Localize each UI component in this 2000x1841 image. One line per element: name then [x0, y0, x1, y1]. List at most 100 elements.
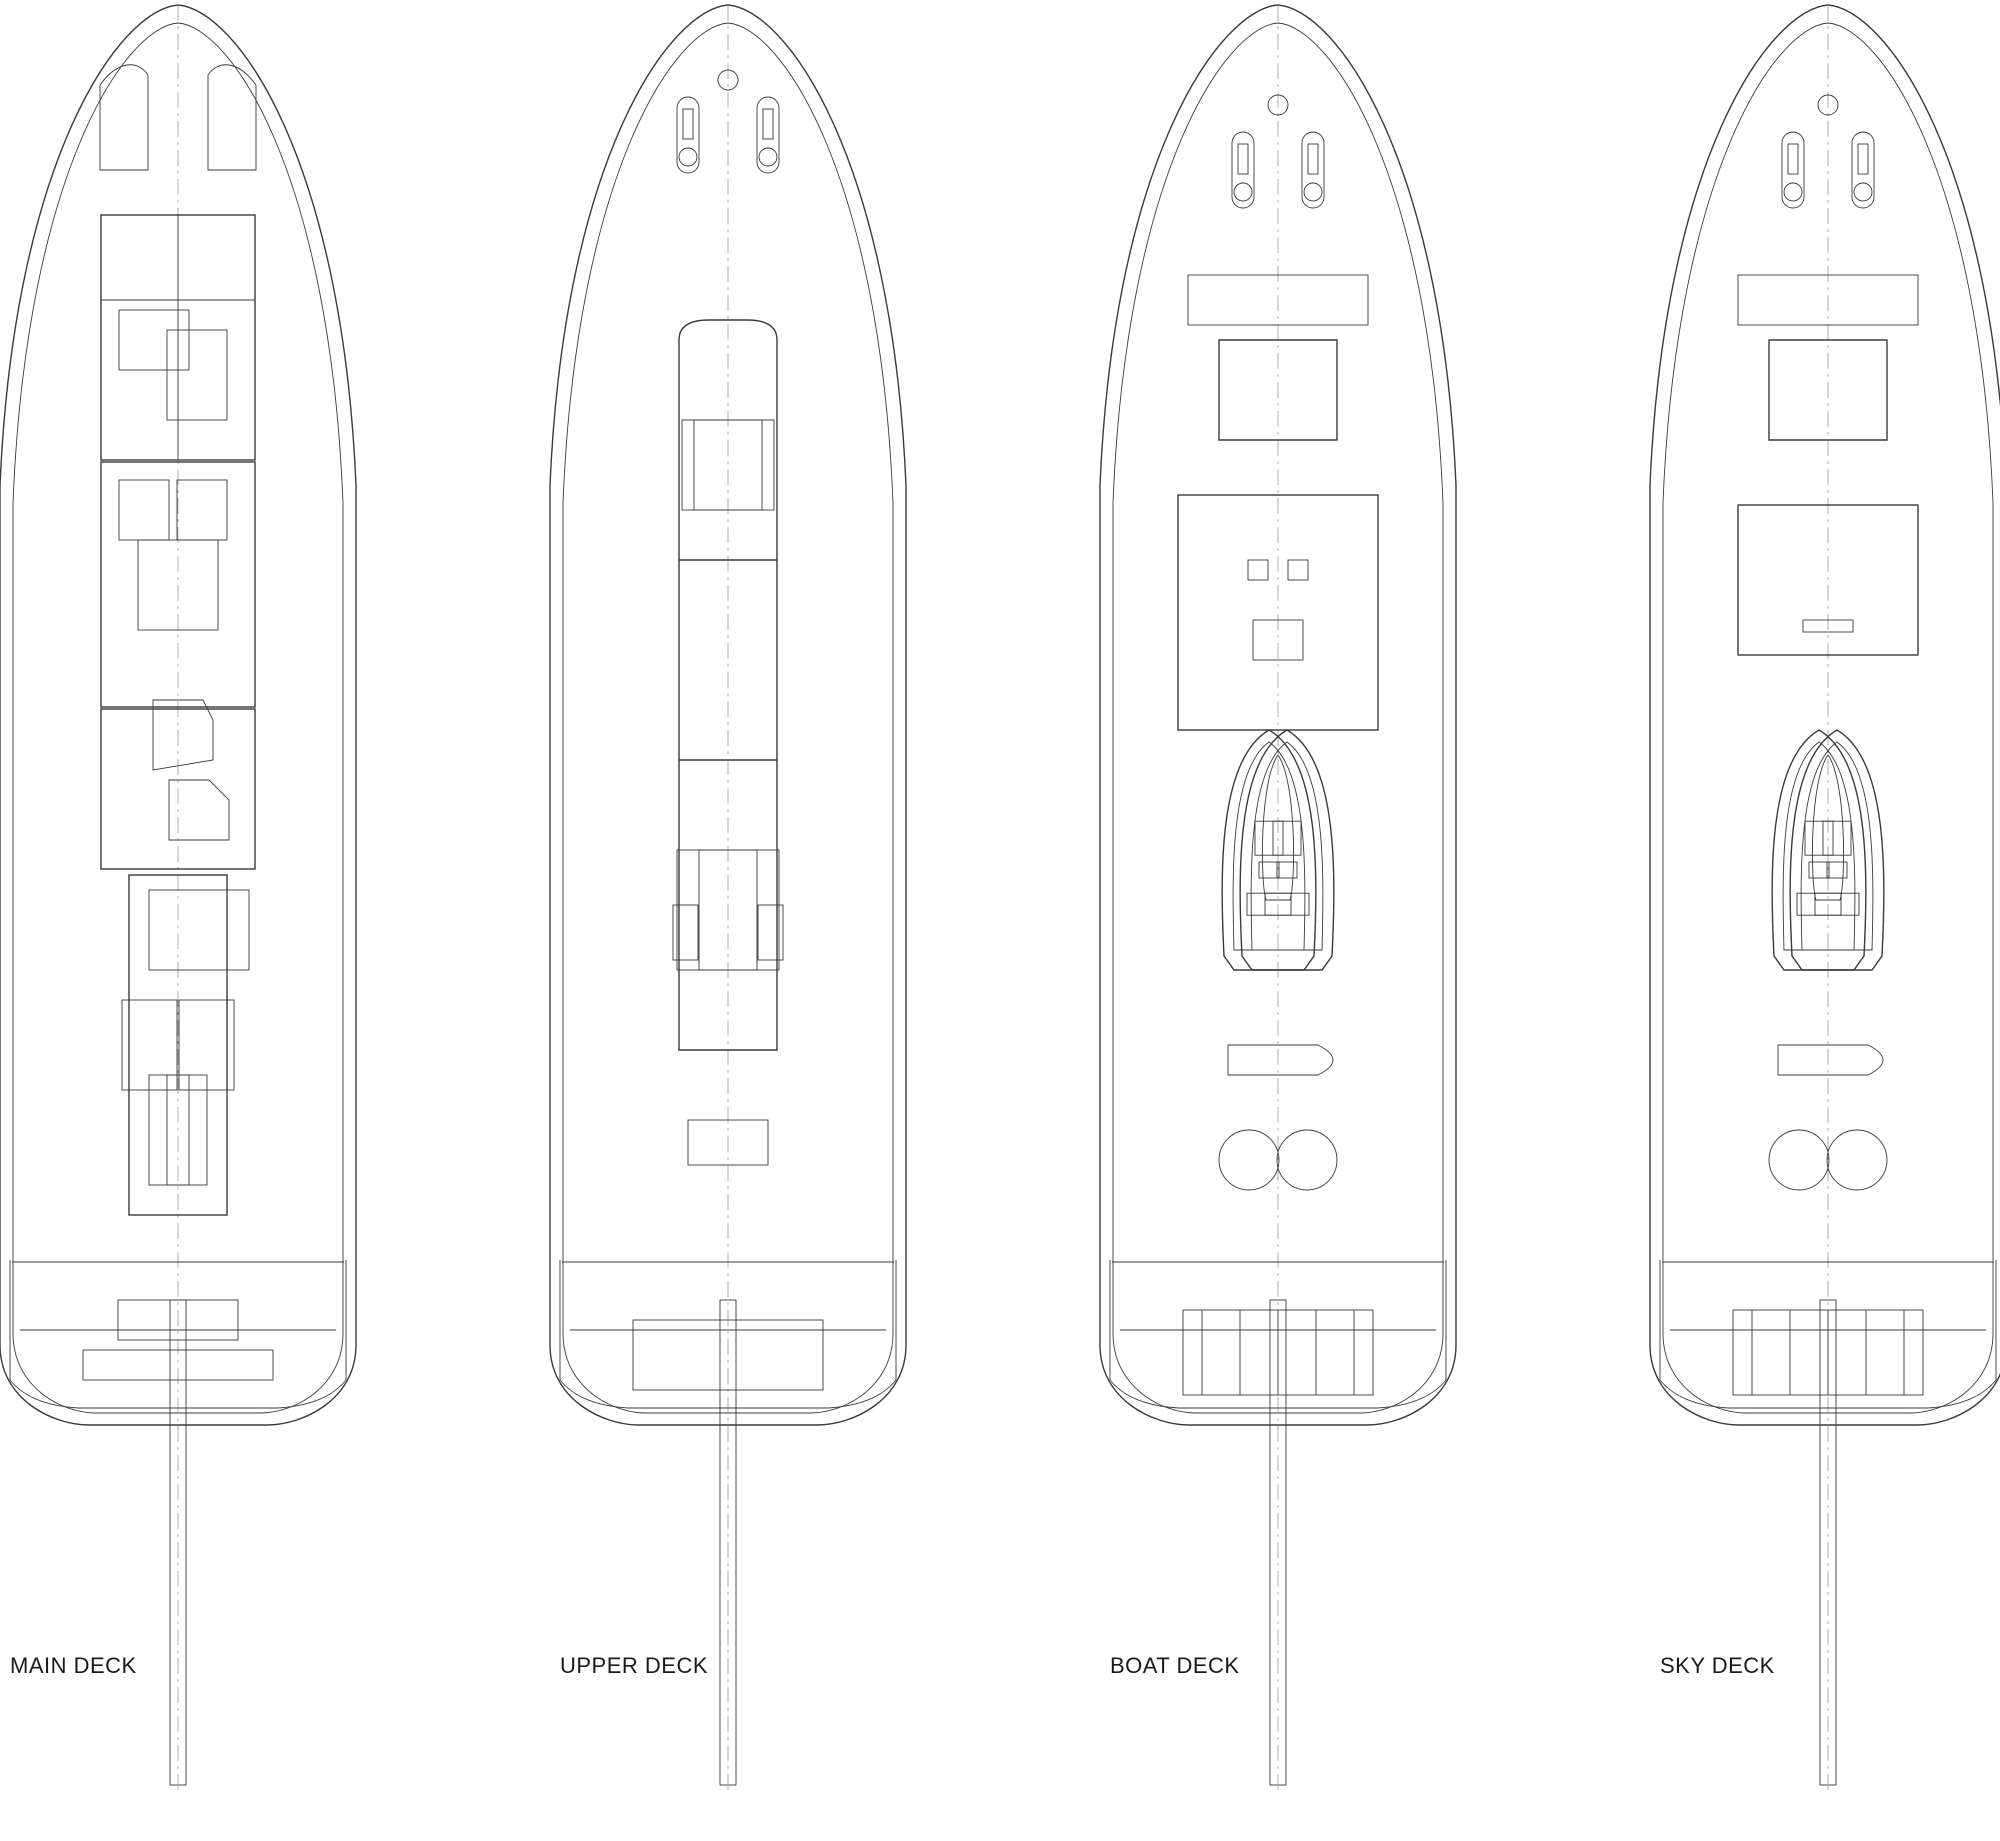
- bathroom: [118, 479, 170, 541]
- hatch: [717, 69, 739, 91]
- tender-inner: [1782, 741, 1856, 951]
- windlass-drum: [1783, 182, 1803, 202]
- windlass-drum: [1233, 182, 1253, 202]
- windlass-chain: [1237, 143, 1249, 175]
- tender-hull: [1789, 729, 1885, 971]
- windlass-housing: [1851, 131, 1875, 209]
- sofa: [148, 889, 250, 971]
- bathroom: [176, 479, 228, 541]
- sky-deck-label: SKY DECK: [1660, 1653, 1775, 1678]
- helm-seat: [1287, 559, 1309, 581]
- hatch: [1267, 94, 1289, 116]
- sofa: [698, 849, 780, 971]
- galley-island: [168, 779, 230, 841]
- tender-bench: [1246, 892, 1292, 916]
- swim-platform: [1659, 1260, 1997, 1409]
- bridge-front: [1218, 339, 1338, 441]
- sun-pad: [1187, 274, 1369, 326]
- jet-ski: [1777, 1044, 1884, 1076]
- crane-base: [1276, 1129, 1338, 1191]
- tender-console: [1822, 820, 1852, 856]
- canoe: [1811, 754, 1845, 901]
- table: [672, 904, 699, 961]
- swim-platform: [1109, 1260, 1447, 1409]
- table: [121, 999, 178, 1091]
- staircase: [152, 699, 214, 771]
- canoe: [1261, 754, 1295, 901]
- sky-deck-plan: [1649, 4, 2000, 1790]
- tender-seat: [1826, 861, 1848, 879]
- windlass-housing: [1301, 131, 1325, 209]
- main-deck-plan: [0, 4, 357, 1790]
- tender-inner: [1250, 741, 1324, 951]
- helm-seat: [1247, 559, 1269, 581]
- cabin-outline: [678, 319, 778, 1051]
- galley: [100, 708, 256, 870]
- console: [1252, 619, 1304, 661]
- tender-console: [1272, 820, 1302, 856]
- swim-platform: [559, 1260, 897, 1409]
- swim-platform: [9, 1260, 347, 1409]
- windlass-chain: [762, 108, 774, 140]
- boat-deck-plan: [1099, 4, 1457, 1790]
- crane-base: [1768, 1129, 1830, 1191]
- aft-table: [117, 1299, 239, 1341]
- aft-sofa: [82, 1349, 274, 1381]
- tender-console: [1804, 820, 1834, 856]
- saloon: [128, 874, 228, 1216]
- lounge: [1737, 504, 1919, 656]
- sofa: [148, 1074, 190, 1186]
- sofa: [166, 1074, 208, 1186]
- upper-deck-plan: [549, 4, 907, 1790]
- bunk: [166, 329, 228, 421]
- windlass-housing: [1231, 131, 1255, 209]
- bow-locker: [207, 64, 257, 171]
- tender-bench: [1796, 892, 1842, 916]
- table: [1802, 619, 1854, 633]
- windlass-drum: [1303, 182, 1323, 202]
- aft-sofa: [632, 1319, 824, 1391]
- windlass-chain: [1787, 143, 1799, 175]
- windlass-drum: [1853, 182, 1873, 202]
- windlass-housing: [1781, 131, 1805, 209]
- tender-seat: [1258, 861, 1280, 879]
- tender-console: [1254, 820, 1284, 856]
- windlass-housing: [756, 96, 780, 174]
- windlass-chain: [682, 108, 694, 140]
- hull-outline: [0, 4, 357, 1426]
- windlass-chain: [1857, 143, 1869, 175]
- hull-outline: [1099, 4, 1457, 1426]
- table: [757, 904, 784, 961]
- tender-seat: [1808, 861, 1830, 879]
- windlass-housing: [676, 96, 700, 174]
- windlass-drum: [758, 147, 778, 167]
- boat-deck-label: BOAT DECK: [1110, 1653, 1240, 1678]
- tender-hull: [1239, 729, 1335, 971]
- tender-bench: [1814, 892, 1860, 916]
- master-cabin: [100, 461, 256, 708]
- bridge-front: [1768, 339, 1888, 441]
- bridge: [1177, 494, 1379, 731]
- tender-inner: [1232, 741, 1306, 951]
- bed: [681, 419, 763, 511]
- sofa: [676, 849, 758, 971]
- jet-ski: [1227, 1044, 1334, 1076]
- sun-pad: [1737, 274, 1919, 326]
- tender-inner: [1800, 741, 1874, 951]
- dining-table: [687, 1119, 769, 1166]
- hull-outline: [1649, 4, 2000, 1426]
- windlass-chain: [1307, 143, 1319, 175]
- tender-bench: [1264, 892, 1310, 916]
- hatch: [1817, 94, 1839, 116]
- crane-base: [1218, 1129, 1280, 1191]
- main-deck-label: MAIN DECK: [10, 1653, 137, 1678]
- bow-locker: [99, 64, 149, 171]
- bunk: [118, 309, 190, 371]
- crane-base: [1826, 1129, 1888, 1191]
- upper-deck-label: UPPER DECK: [560, 1653, 709, 1678]
- tender-seat: [1276, 861, 1298, 879]
- table: [178, 999, 235, 1091]
- hull-outline: [549, 4, 907, 1426]
- windlass-drum: [678, 147, 698, 167]
